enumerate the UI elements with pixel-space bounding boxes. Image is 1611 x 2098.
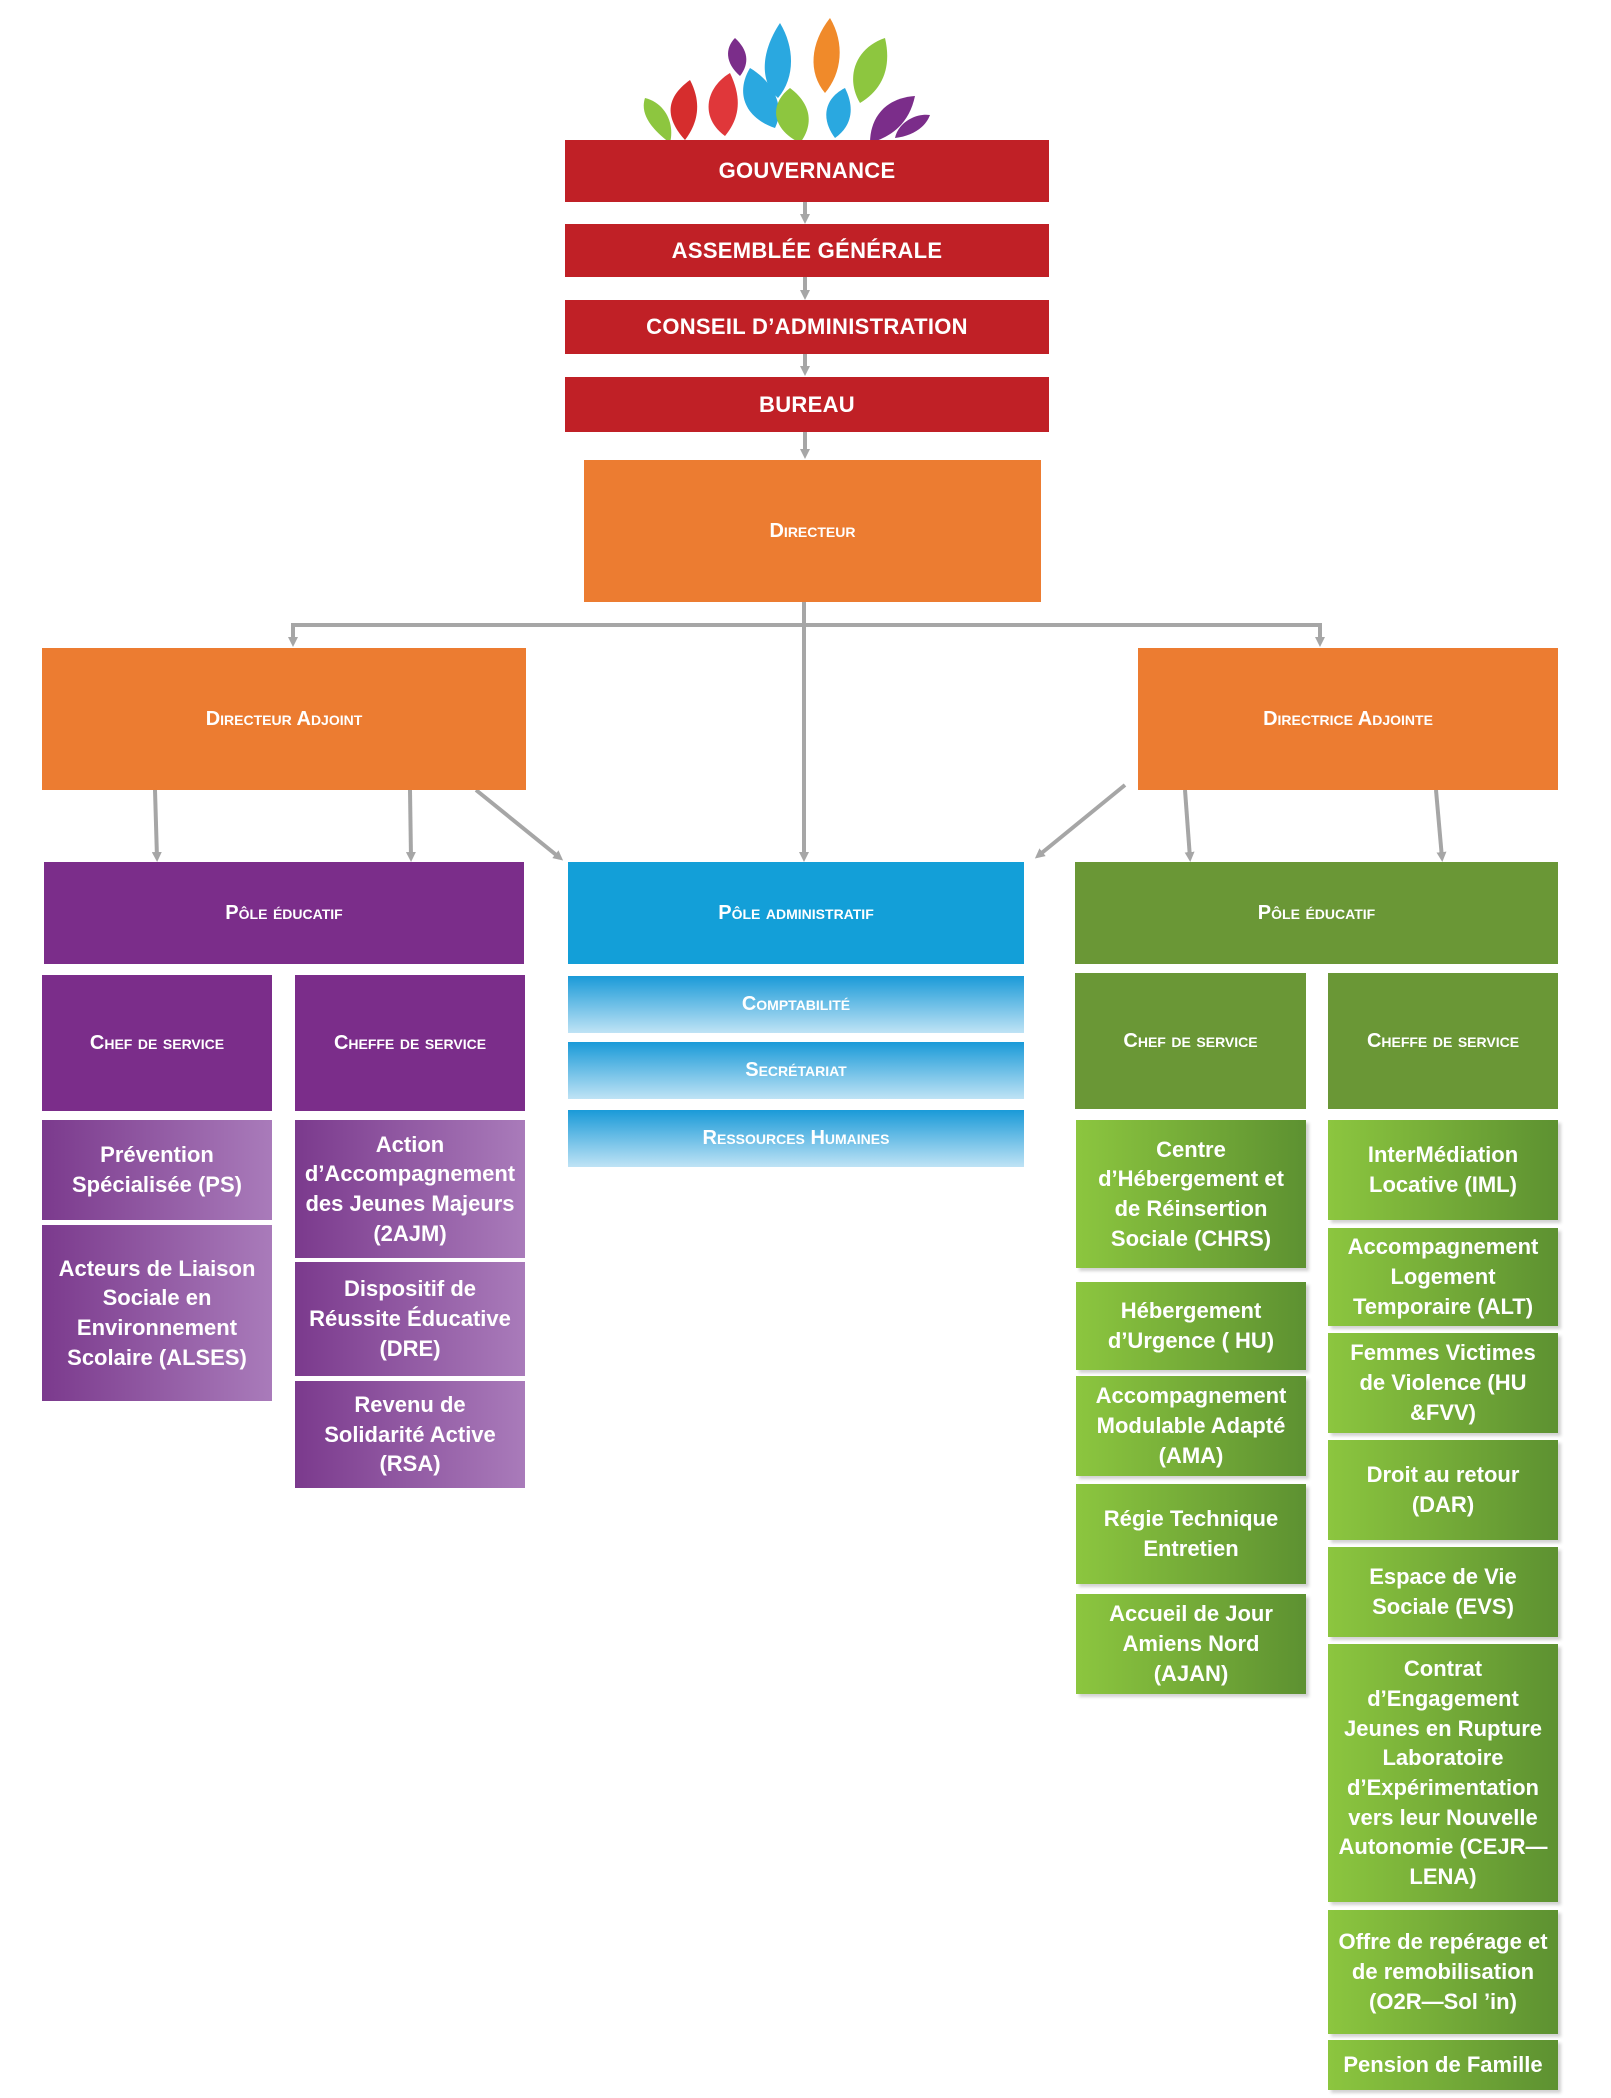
chef-de-service-left-label: Chef de service	[89, 1031, 225, 1054]
cheffe-de-service-right-box: Cheffe de service	[1328, 973, 1558, 1109]
cheffe-de-service-left-box: Cheffe de service	[295, 975, 525, 1111]
service-ajan-label: Accueil de Jour Amiens Nord (AJAN)	[1109, 1601, 1273, 1686]
service-ajan: Accueil de Jour Amiens Nord (AJAN)	[1076, 1594, 1306, 1694]
pole-educatif-left-header: Pôle éducatif	[44, 862, 524, 964]
service-alt: Accompagnement Logement Temporaire (ALT)	[1328, 1228, 1558, 1326]
pole-educatif-right-header: Pôle éducatif	[1075, 862, 1558, 964]
governance-box: GOUVERNANCE	[565, 140, 1049, 202]
service-pension-de-famille: Pension de Famille	[1328, 2040, 1558, 2090]
governance-label: GOUVERNANCE	[718, 158, 896, 184]
service-hu-fvv: Femmes Victimes de Violence (HU &FVV)	[1328, 1333, 1558, 1433]
service-pension-de-famille-label: Pension de Famille	[1343, 2052, 1543, 2078]
admin-comptabilite: Comptabilité	[568, 976, 1024, 1033]
board-of-directors-box: CONSEIL D’ADMINISTRATION	[565, 300, 1049, 354]
admin-secretariat-label: Secrétariat	[745, 1059, 847, 1081]
service-rsa-label: Revenu de Solidarité Active (RSA)	[324, 1391, 496, 1477]
pole-administratif-title: Pôle administratif	[718, 901, 874, 924]
pole-educatif-right-title: Pôle éducatif	[1257, 901, 1376, 924]
service-2ajm: Action d’Accompagnement des Jeunes Majeu…	[295, 1120, 525, 1258]
service-dre-label: Dispositif de Réussite Éducative (DRE)	[309, 1276, 511, 1361]
cheffe-de-service-left-label: Cheffe de service	[333, 1031, 487, 1054]
leaves-logo-icon	[643, 18, 930, 143]
service-regie-technique-label: Régie Technique Entretien	[1103, 1506, 1279, 1561]
deputy-director-right-box: Directrice Adjointe	[1138, 648, 1558, 790]
service-dar-label: Droit au retour (DAR)	[1366, 1462, 1520, 1517]
chef-de-service-right-box: Chef de service	[1075, 973, 1306, 1109]
service-evs: Espace de Vie Sociale (EVS)	[1328, 1547, 1558, 1637]
service-iml-label: InterMédiation Locative (IML)	[1367, 1142, 1519, 1197]
pole-administratif-header: Pôle administratif	[568, 862, 1024, 964]
service-hu-label: Hébergement d’Urgence ( HU)	[1107, 1298, 1275, 1353]
service-hu-fvv-label: Femmes Victimes de Violence (HU &FVV)	[1350, 1340, 1536, 1425]
service-o2r-label: Offre de repérage et de remobilisation (…	[1338, 1929, 1548, 2014]
chef-de-service-right-label: Chef de service	[1123, 1029, 1258, 1052]
director-box: Directeur	[584, 460, 1041, 602]
bureau-label: BUREAU	[759, 391, 855, 417]
bureau-box: BUREAU	[565, 377, 1049, 432]
service-alses-label: Acteurs de Liaison Sociale en Environnem…	[58, 1255, 256, 1370]
service-chrs-label: Centre d’Hébergement et de Réinsertion S…	[1098, 1136, 1284, 1251]
service-cejr-lena: Contrat d’Engagement Jeunes en Rupture L…	[1328, 1644, 1558, 1902]
service-dar: Droit au retour (DAR)	[1328, 1440, 1558, 1540]
admin-ressources-humaines-label: Ressources Humaines	[702, 1127, 890, 1149]
chef-de-service-left-box: Chef de service	[42, 975, 272, 1111]
service-regie-technique: Régie Technique Entretien	[1076, 1484, 1306, 1584]
service-hu: Hébergement d’Urgence ( HU)	[1076, 1282, 1306, 1370]
service-o2r: Offre de repérage et de remobilisation (…	[1328, 1910, 1558, 2034]
cheffe-de-service-right-label: Cheffe de service	[1366, 1029, 1520, 1052]
pole-educatif-left-title: Pôle éducatif	[225, 901, 343, 924]
admin-secretariat: Secrétariat	[568, 1042, 1024, 1099]
general-assembly-label: ASSEMBLÉE GÉNÉRALE	[671, 237, 943, 263]
deputy-director-left-label: Directeur Adjoint	[205, 707, 363, 730]
board-of-directors-label: CONSEIL D’ADMINISTRATION	[646, 314, 968, 340]
general-assembly-box: ASSEMBLÉE GÉNÉRALE	[565, 224, 1049, 277]
service-cejr-lena-label: Contrat d’Engagement Jeunes en Rupture L…	[1338, 1656, 1548, 1890]
service-2ajm-label: Action d’Accompagnement des Jeunes Majeu…	[304, 1131, 516, 1246]
deputy-director-left-box: Directeur Adjoint	[42, 648, 526, 790]
service-ama-label: Accompagnement Modulable Adapté (AMA)	[1095, 1383, 1287, 1468]
director-label: Directeur	[769, 519, 856, 542]
service-chrs: Centre d’Hébergement et de Réinsertion S…	[1076, 1120, 1306, 1268]
service-alses: Acteurs de Liaison Sociale en Environnem…	[42, 1225, 272, 1401]
service-iml: InterMédiation Locative (IML)	[1328, 1120, 1558, 1220]
service-alt-label: Accompagnement Logement Temporaire (ALT)	[1347, 1234, 1539, 1319]
service-rsa: Revenu de Solidarité Active (RSA)	[295, 1381, 525, 1488]
admin-comptabilite-label: Comptabilité	[741, 993, 851, 1015]
admin-ressources-humaines: Ressources Humaines	[568, 1110, 1024, 1167]
service-evs-label: Espace de Vie Sociale (EVS)	[1369, 1564, 1517, 1619]
service-ama: Accompagnement Modulable Adapté (AMA)	[1076, 1376, 1306, 1476]
service-dre: Dispositif de Réussite Éducative (DRE)	[295, 1262, 525, 1376]
service-ps: Prévention Spécialisée (PS)	[42, 1120, 272, 1220]
deputy-director-right-label: Directrice Adjointe	[1263, 707, 1433, 730]
service-ps-label: Prévention Spécialisée (PS)	[72, 1142, 242, 1197]
